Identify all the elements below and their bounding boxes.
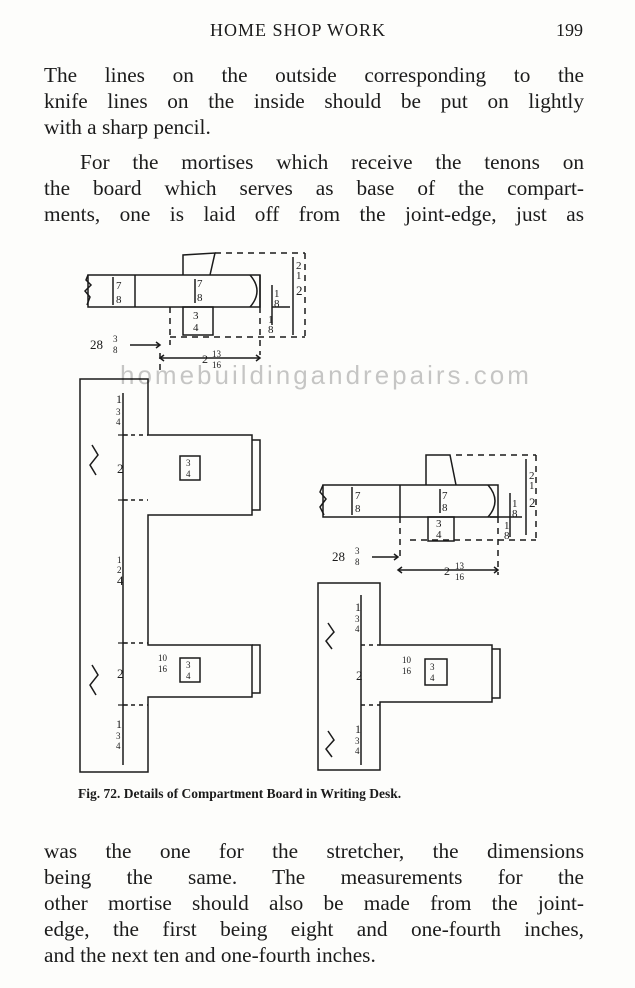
dim-label: 1 xyxy=(268,314,274,326)
dim-label: 2 xyxy=(444,564,450,578)
dim-label: 2 xyxy=(296,260,302,272)
dim-label: 4 xyxy=(355,624,360,634)
dim-label: 8 xyxy=(512,508,518,520)
dim-label: 3 xyxy=(193,310,199,322)
dim-label: 28 xyxy=(90,337,103,352)
text-line: and the next ten and one-fourth inches. xyxy=(44,943,376,967)
dim-label: 4 xyxy=(117,573,124,588)
dim-label: 13 xyxy=(455,561,465,571)
dim-label: 3 xyxy=(355,546,360,556)
dim-label: 8 xyxy=(355,503,361,515)
dim-label: 3 xyxy=(355,614,360,624)
text-line: other mortise should also be made from t… xyxy=(44,891,584,915)
stretcher-detail-top xyxy=(83,252,306,373)
dim-label: 1 xyxy=(116,717,122,731)
dim-label: 2 xyxy=(356,668,363,683)
dim-label: 1 xyxy=(355,600,361,614)
text-line: with a sharp pencil. xyxy=(44,115,211,139)
dim-label: 2 xyxy=(117,461,124,476)
text-line: edge, the first being eight and one-four… xyxy=(44,917,584,941)
dim-label: 1 xyxy=(512,498,518,510)
compartment-board-small xyxy=(317,582,501,771)
dim-label: 10 xyxy=(158,653,168,663)
text-line: knife lines on the inside should be put … xyxy=(44,89,584,113)
dim-label: 1 xyxy=(504,520,510,532)
dim-label: 8 xyxy=(113,345,118,355)
joinery-drawing: 7 8 7 8 3 4 1 8 1 8 2 1 2 28 3 8 2 13 16… xyxy=(79,252,537,773)
dim-label: 2 xyxy=(202,352,208,366)
dim-label: 16 xyxy=(455,572,465,582)
text-line: was the one for the stretcher, the dimen… xyxy=(44,839,584,863)
dim-label: 8 xyxy=(116,294,122,306)
paragraph-3: was the one for the stretcher, the dimen… xyxy=(44,838,584,968)
dim-label: 8 xyxy=(274,298,280,310)
figure-72: 7 8 7 8 3 4 1 8 1 8 2 1 2 28 3 8 2 13 16… xyxy=(60,245,580,780)
dim-label: 16 xyxy=(158,664,168,674)
dim-label: 7 xyxy=(197,278,203,290)
text-line: The lines on the outside corresponding t… xyxy=(44,63,584,87)
dim-label: 1 xyxy=(529,480,535,492)
dim-label: 2 xyxy=(117,666,124,681)
text-line: the board which serves as base of the co… xyxy=(44,176,584,200)
dim-label: 16 xyxy=(402,666,412,676)
page-number: 199 xyxy=(556,20,583,40)
page-header: HOME SHOP WORK 199 xyxy=(0,20,635,44)
dim-label: 4 xyxy=(193,322,199,334)
figure-caption: Fig. 72. Details of Compartment Board in… xyxy=(78,786,402,801)
dim-label: 8 xyxy=(442,502,448,514)
dim-label: 7 xyxy=(442,490,448,502)
dim-label: 3 xyxy=(436,518,442,530)
dim-label: 4 xyxy=(430,673,435,683)
dim-label: 16 xyxy=(212,360,222,370)
dim-label: 2 xyxy=(529,495,536,510)
dim-label: 3 xyxy=(186,660,191,670)
dim-label: 8 xyxy=(504,530,510,542)
dim-label: 3 xyxy=(116,731,121,741)
stretcher-detail-right xyxy=(319,454,537,575)
dim-label: 13 xyxy=(212,349,222,359)
dim-label: 8 xyxy=(197,292,203,304)
dim-label: 1 xyxy=(274,288,280,300)
dim-label: 7 xyxy=(116,280,122,292)
dim-label: 3 xyxy=(430,662,435,672)
dim-label: 3 xyxy=(113,334,118,344)
dim-label: 3 xyxy=(116,407,121,417)
paragraph-2: For the mortises which receive the tenon… xyxy=(44,149,584,227)
text-line: being the same. The measurements for the xyxy=(44,865,584,889)
dim-label: 4 xyxy=(355,746,360,756)
dim-label: 1 xyxy=(116,392,122,406)
running-title: HOME SHOP WORK xyxy=(210,20,387,40)
dim-label: 4 xyxy=(186,469,191,479)
dim-label: 8 xyxy=(355,557,360,567)
dim-label: 1 xyxy=(296,270,302,282)
dim-label: 1 xyxy=(117,555,122,565)
dim-label: 1 xyxy=(355,722,361,736)
compartment-board-large xyxy=(79,378,261,773)
dim-label: 7 xyxy=(355,490,361,502)
dim-label: 2 xyxy=(117,565,122,575)
dim-label: 4 xyxy=(186,671,191,681)
dim-label: 10 xyxy=(402,655,412,665)
text-line: For the mortises which receive the tenon… xyxy=(80,150,584,174)
watermark: homebuildingandrepairs.com xyxy=(120,360,532,390)
dim-label: 3 xyxy=(355,736,360,746)
dim-label: 4 xyxy=(116,741,121,751)
dim-label: 4 xyxy=(436,529,442,541)
dim-label: 28 xyxy=(332,549,345,564)
dim-label: 3 xyxy=(186,458,191,468)
dim-label: 2 xyxy=(529,470,535,482)
dim-label: 4 xyxy=(116,417,121,427)
dim-label: 8 xyxy=(268,324,274,336)
paragraph-1: The lines on the outside corresponding t… xyxy=(44,62,584,140)
dim-label: 2 xyxy=(296,283,303,298)
text-line: ments, one is laid off from the joint-ed… xyxy=(44,202,584,226)
